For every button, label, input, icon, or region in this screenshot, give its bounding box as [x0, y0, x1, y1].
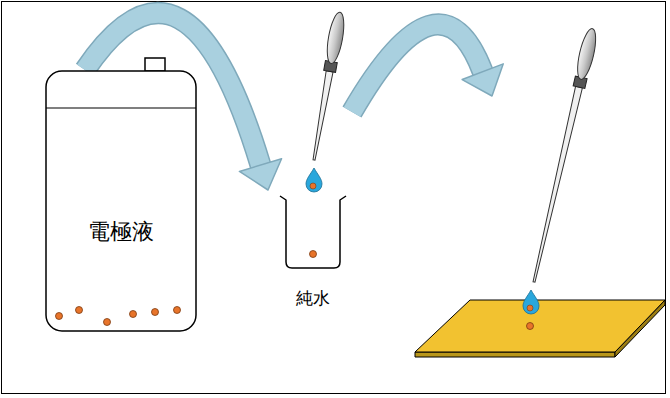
beaker-label: 純水 — [296, 287, 330, 310]
droplet — [523, 290, 539, 314]
bottle-label: 電極液 — [88, 217, 154, 247]
particle — [174, 307, 181, 314]
water-beaker: 純水 — [272, 192, 354, 324]
flow-arrow — [352, 24, 503, 112]
particle — [104, 319, 111, 326]
dropper — [527, 27, 599, 283]
particle — [310, 251, 317, 258]
particle — [56, 313, 63, 320]
particle — [76, 307, 83, 314]
bottle-outline — [45, 56, 197, 332]
particle — [130, 311, 137, 318]
droplet — [306, 168, 322, 192]
electrolyte-bottle: 電極液 — [45, 70, 197, 332]
dropper — [307, 11, 347, 161]
particle — [152, 309, 159, 316]
sample-plate — [415, 300, 665, 357]
